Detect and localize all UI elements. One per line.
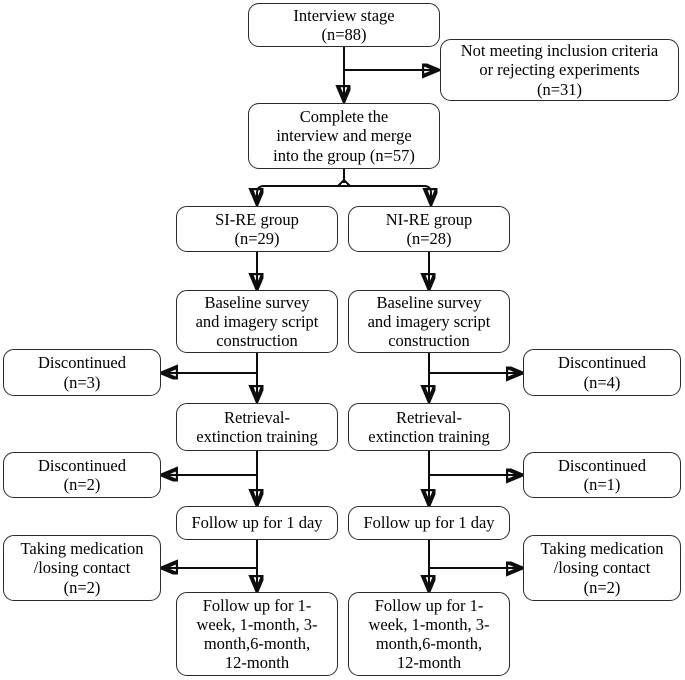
node-ni-re-group[interactable]: NI-RE group (n=28) xyxy=(348,206,510,252)
brace-split xyxy=(256,185,432,203)
node-discontinued-right-1[interactable]: Discontinued (n=4) xyxy=(523,349,681,396)
node-baseline-right-text: Baseline survey and imagery script const… xyxy=(367,292,491,351)
node-interview-stage-text: Interview stage (n=88) xyxy=(293,5,395,44)
node-medication-right[interactable]: Taking medication /losing contact (n=2) xyxy=(523,535,681,601)
node-followup-long-left[interactable]: Follow up for 1- week, 1-month, 3- month… xyxy=(176,592,338,676)
node-followup-long-right-text: Follow up for 1- week, 1-month, 3- month… xyxy=(368,595,490,673)
node-interview-stage[interactable]: Interview stage (n=88) xyxy=(248,3,440,47)
node-si-re-group-text: SI-RE group (n=29) xyxy=(215,209,299,248)
node-complete-interview-text: Complete the interview and merge into th… xyxy=(273,107,415,165)
node-medication-right-text: Taking medication /losing contact (n=2) xyxy=(540,539,664,597)
node-excluded[interactable]: Not meeting inclusion criteria or reject… xyxy=(440,39,679,101)
node-training-left-text: Retrieval- extinction training xyxy=(196,407,318,446)
node-discontinued-left-2-text: Discontinued (n=2) xyxy=(38,455,126,494)
node-training-left[interactable]: Retrieval- extinction training xyxy=(176,403,338,451)
node-followup-day-right-text: Follow up for 1 day xyxy=(363,513,495,533)
node-excluded-text: Not meeting inclusion criteria or reject… xyxy=(460,41,659,99)
node-medication-left-text: Taking medication /losing contact (n=2) xyxy=(20,539,144,597)
node-discontinued-left-2[interactable]: Discontinued (n=2) xyxy=(3,452,161,498)
node-discontinued-left-1-text: Discontinued (n=3) xyxy=(38,353,126,392)
node-followup-long-left-text: Follow up for 1- week, 1-month, 3- month… xyxy=(196,595,318,673)
node-discontinued-left-1[interactable]: Discontinued (n=3) xyxy=(3,349,161,396)
node-discontinued-right-2[interactable]: Discontinued (n=1) xyxy=(523,452,681,498)
node-discontinued-right-1-text: Discontinued (n=4) xyxy=(558,353,646,392)
node-complete-interview[interactable]: Complete the interview and merge into th… xyxy=(248,103,440,169)
node-ni-re-group-text: NI-RE group (n=28) xyxy=(385,209,473,248)
node-followup-day-left[interactable]: Follow up for 1 day xyxy=(176,506,338,540)
node-followup-day-right[interactable]: Follow up for 1 day xyxy=(348,506,510,540)
node-followup-day-left-text: Follow up for 1 day xyxy=(191,513,323,533)
node-baseline-right[interactable]: Baseline survey and imagery script const… xyxy=(348,290,510,353)
node-followup-long-right[interactable]: Follow up for 1- week, 1-month, 3- month… xyxy=(348,592,510,676)
node-training-right[interactable]: Retrieval- extinction training xyxy=(348,403,510,451)
brace-center-notch xyxy=(337,178,351,187)
node-training-right-text: Retrieval- extinction training xyxy=(368,407,490,446)
node-discontinued-right-2-text: Discontinued (n=1) xyxy=(558,455,646,494)
node-baseline-left-text: Baseline survey and imagery script const… xyxy=(195,292,319,351)
node-si-re-group[interactable]: SI-RE group (n=29) xyxy=(176,206,338,252)
node-baseline-left[interactable]: Baseline survey and imagery script const… xyxy=(176,290,338,353)
node-medication-left[interactable]: Taking medication /losing contact (n=2) xyxy=(3,535,161,601)
